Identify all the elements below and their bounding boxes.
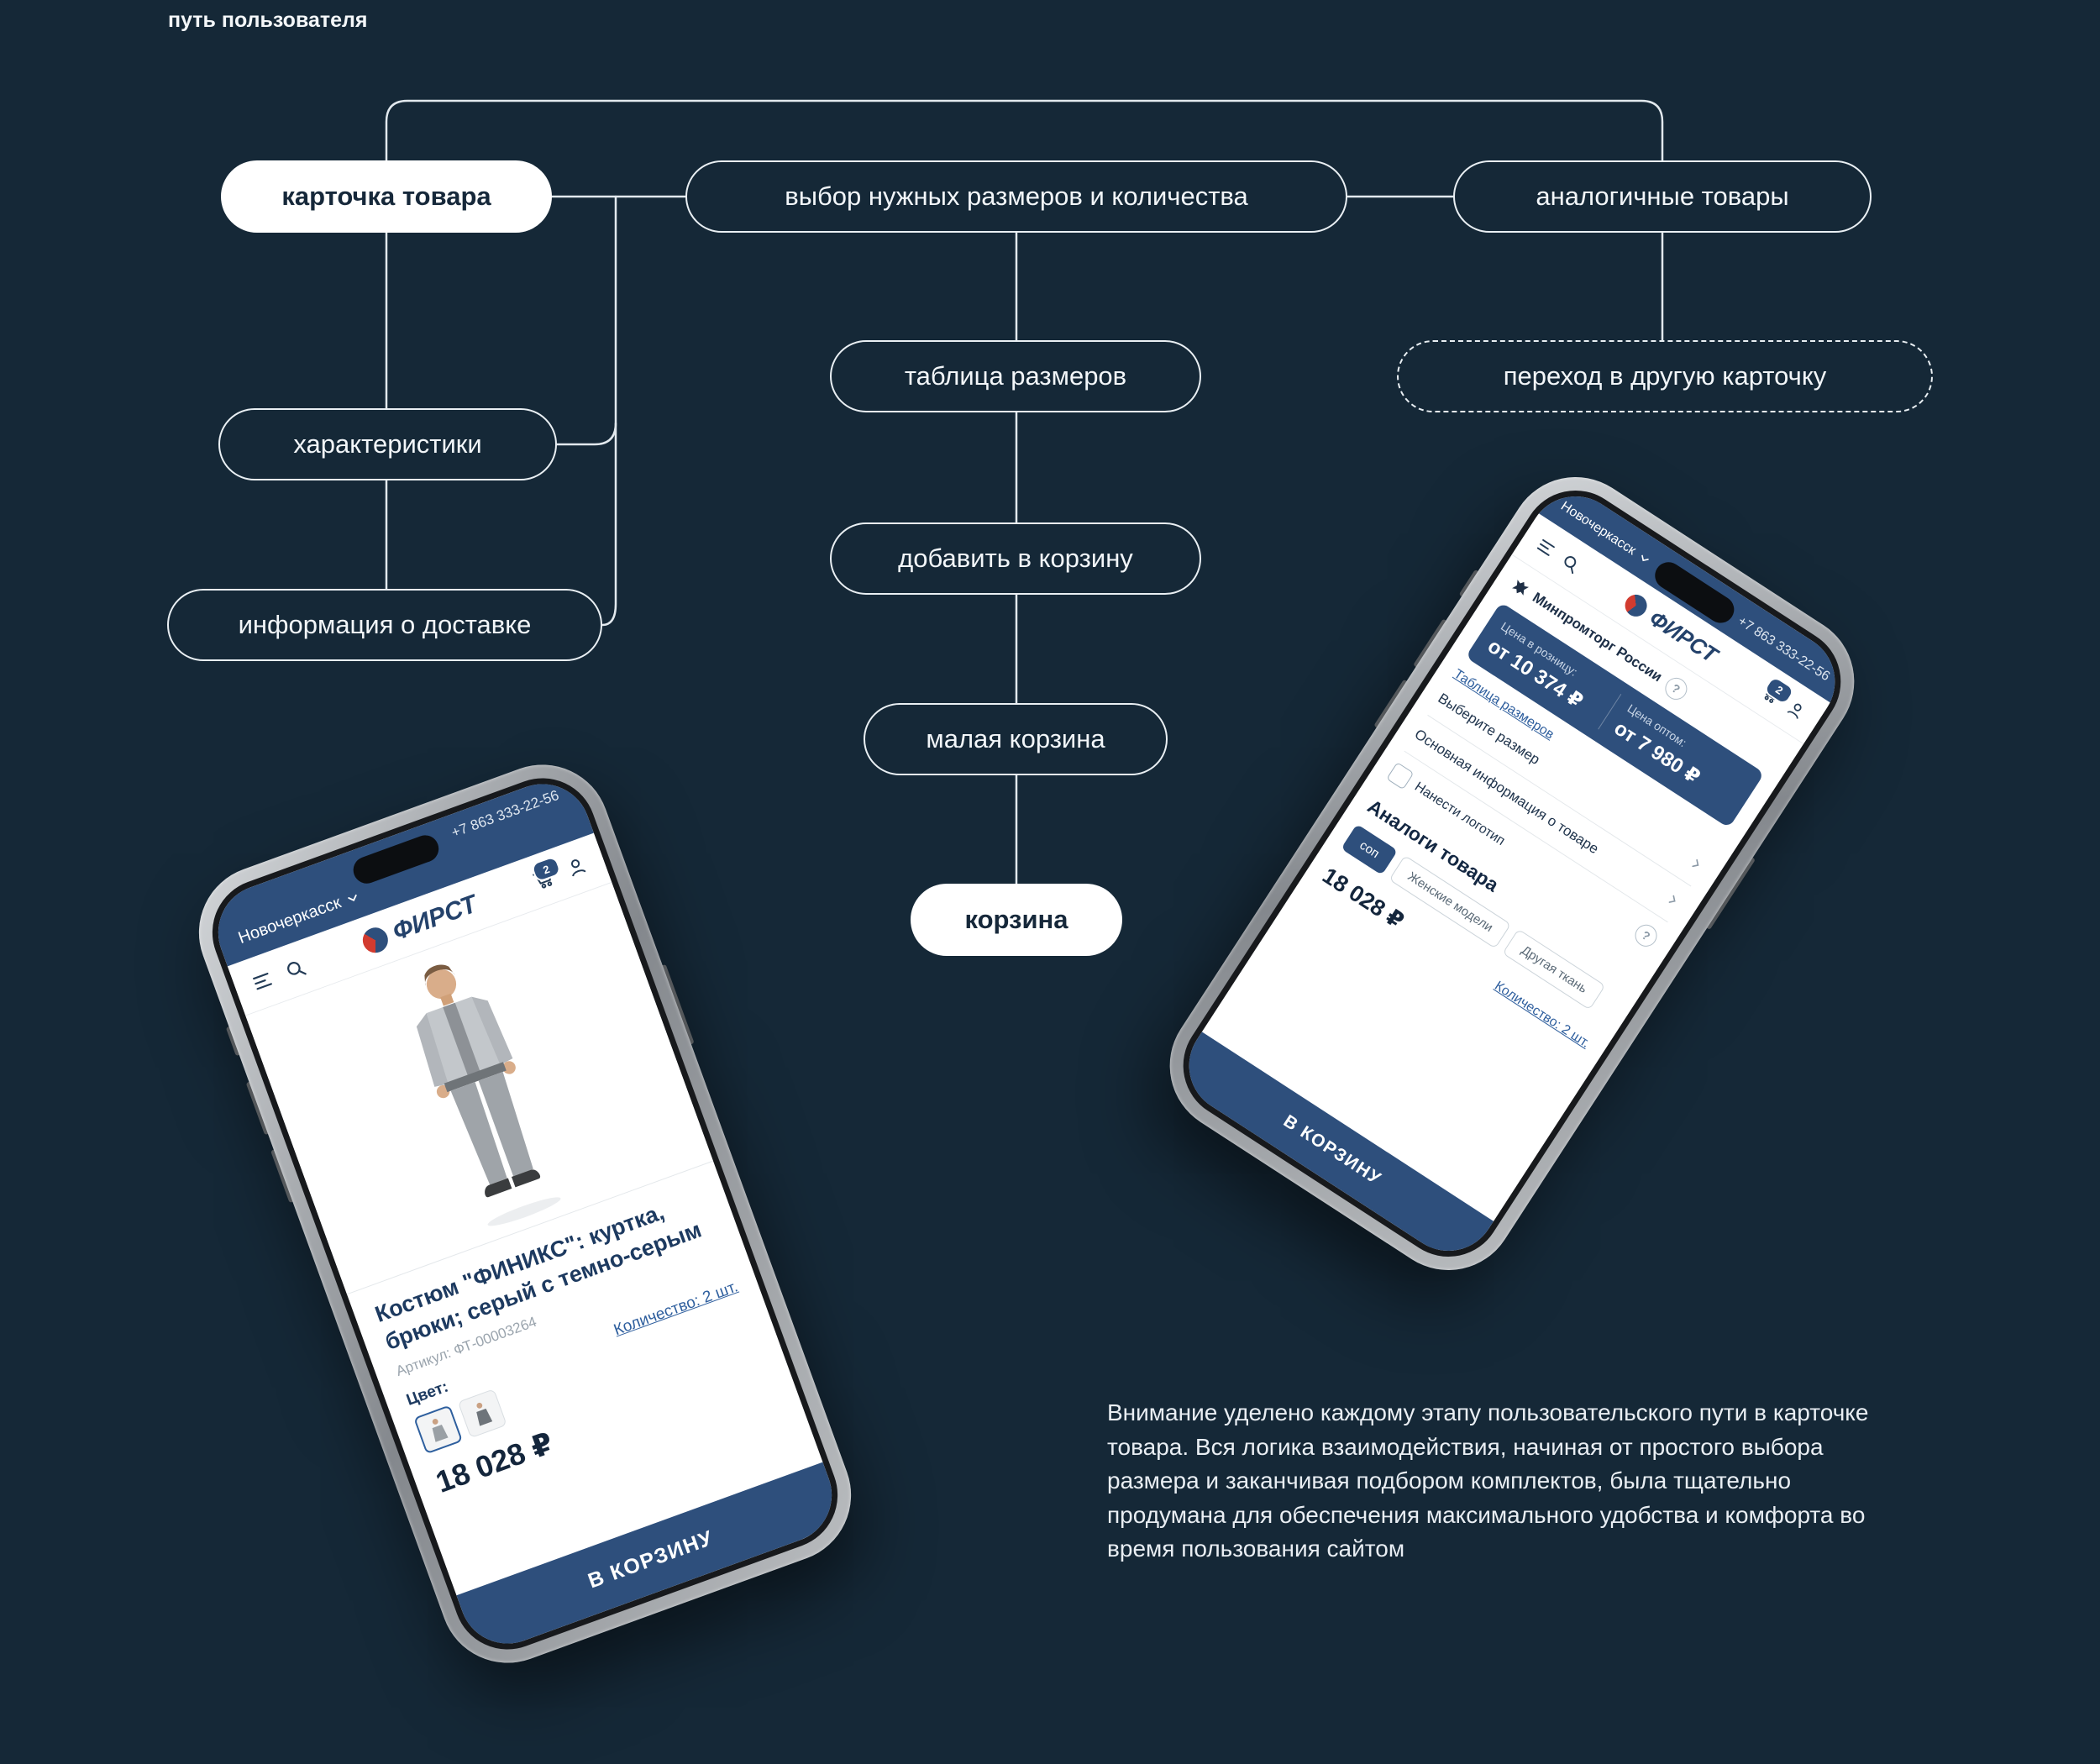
ministry-logo-icon	[1512, 580, 1530, 596]
phone-screen: +7 863 333-22-56 Новочеркасск ФИРСТ	[197, 763, 853, 1665]
product-info-section: Костюм "ФИНИКС": куртка, брюки; серый с …	[346, 1160, 791, 1508]
city-selector[interactable]: Новочеркасск	[236, 886, 365, 948]
logo-checkbox[interactable]	[1386, 762, 1415, 790]
brand-emblem-icon	[1621, 591, 1651, 622]
city-selector[interactable]: Новочеркасск	[1557, 499, 1654, 570]
flow-node-size-quantity: выбор нужных размеров и количества	[685, 160, 1347, 233]
flow-node-other-card: переход в другую карточку	[1397, 340, 1933, 412]
flow-node-delivery-info: информация о доставке	[167, 589, 602, 661]
model-figure-illustration	[416, 964, 561, 1226]
page-title: путь пользователя	[168, 8, 368, 32]
brand-emblem-icon	[359, 924, 391, 957]
color-swatch-selected[interactable]	[413, 1404, 464, 1455]
flow-node-size-table: таблица размеров	[830, 340, 1201, 412]
flow-node-cart: корзина	[911, 884, 1122, 956]
user-icon[interactable]	[563, 853, 591, 880]
chevron-down-icon	[1641, 554, 1649, 562]
app-header: +7 863 333-22-56 Новочеркасск	[204, 770, 594, 967]
swatch-thumbnail-icon	[432, 1419, 449, 1442]
flow-node-specifications: характеристики	[218, 408, 557, 480]
search-icon[interactable]	[1557, 550, 1584, 577]
app-header: Новочеркасск +7 863 333-22-56	[1538, 478, 1854, 703]
chevron-right-icon	[1668, 895, 1676, 903]
user-icon[interactable]	[1782, 696, 1809, 723]
flow-node-similar-products: аналогичные товары	[1453, 160, 1872, 233]
color-picker: Цвет:	[404, 1363, 507, 1455]
app-navbar: ФИРСТ 2	[227, 832, 612, 1016]
swatch-thumbnail-icon	[476, 1402, 493, 1426]
product-options-section: Минпромторг России ? Цена в розницу: от …	[1304, 555, 1803, 1065]
phone-mockup-product-card: +7 863 333-22-56 Новочеркасск ФИРСТ	[180, 745, 870, 1683]
phone-screen: Новочеркасск +7 863 333-22-56 ФИРСТ 2	[1163, 470, 1861, 1278]
select-size-row[interactable]: Выберите размер	[1427, 679, 1714, 887]
ministry-row: Минпромторг России ?	[1508, 574, 1783, 764]
phone-frame: +7 863 333-22-56 Новочеркасск ФИРСТ	[180, 745, 870, 1683]
hamburger-menu-icon[interactable]	[1533, 534, 1560, 561]
chevron-down-icon	[348, 894, 357, 901]
chevron-right-icon	[1692, 858, 1699, 868]
help-icon[interactable]: ?	[1630, 920, 1662, 951]
color-swatch[interactable]	[457, 1389, 507, 1439]
tab-sop[interactable]: соп	[1341, 823, 1399, 875]
flow-node-add-to-cart: добавить в корзину	[830, 522, 1201, 595]
flow-node-product-card: карточка товара	[221, 160, 552, 233]
cart-button[interactable]: 2	[1758, 674, 1797, 707]
main-info-row[interactable]: Основная информация о товаре	[1404, 715, 1691, 923]
help-icon[interactable]: ?	[1661, 673, 1692, 704]
app-navbar: ФИРСТ 2	[1511, 513, 1830, 745]
search-icon[interactable]	[281, 955, 309, 983]
flow-node-mini-cart: малая корзина	[864, 703, 1168, 775]
description-text: Внимание уделено каждому этапу пользоват…	[1107, 1399, 1869, 1562]
cart-button[interactable]: 2	[529, 854, 563, 893]
phone-mockup-product-options: Новочеркасск +7 863 333-22-56 ФИРСТ 2	[1144, 451, 1880, 1296]
product-photo	[245, 882, 713, 1294]
hamburger-menu-icon[interactable]	[249, 968, 276, 995]
phone-frame: Новочеркасск +7 863 333-22-56 ФИРСТ 2	[1144, 451, 1880, 1296]
